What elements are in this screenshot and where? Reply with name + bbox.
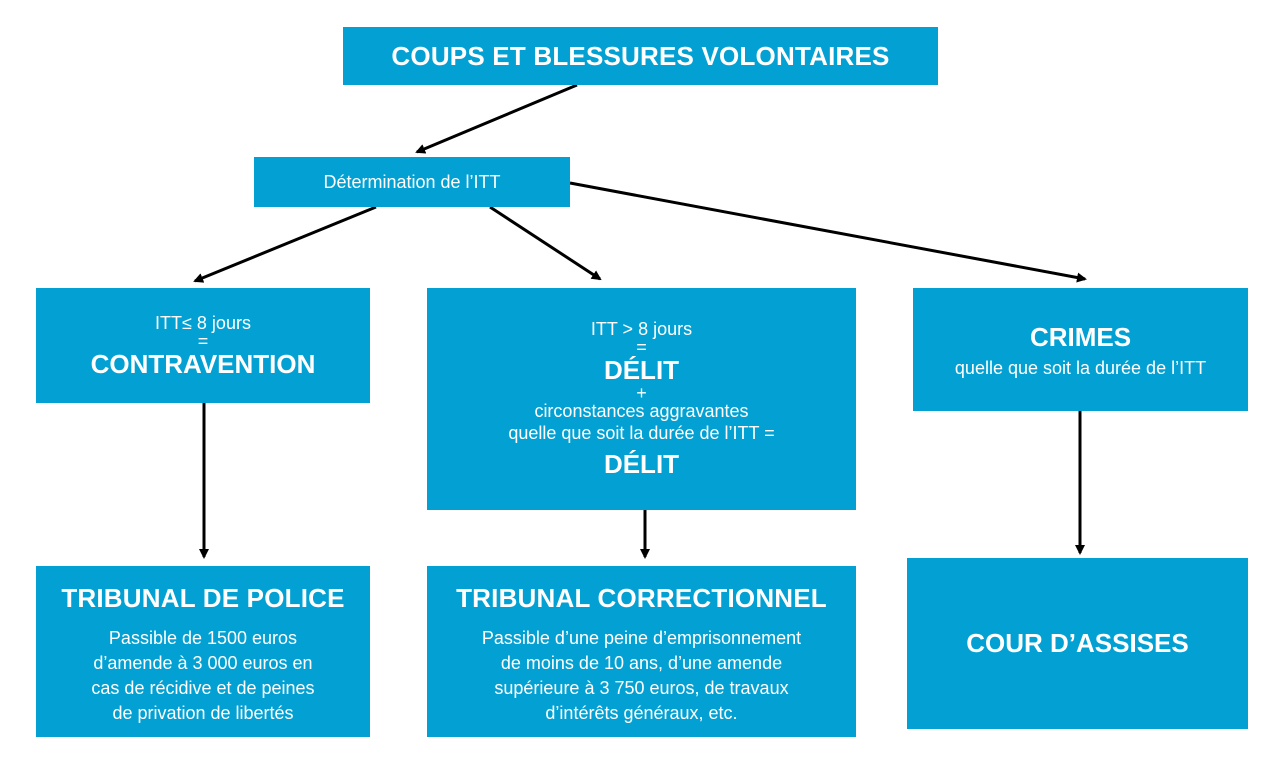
crimes-subtext: quelle que soit la durée de l’ITT [954,357,1207,378]
tribunal-police-title: TRIBUNAL DE POLICE [61,583,345,613]
delit-box: ITT > 8 jours = DÉLIT + circonstances ag… [427,288,856,510]
contravention-box: ITT≤ 8 jours = CONTRAVENTION [36,288,370,403]
diagram-title: COUPS ET BLESSURES VOLONTAIRES [391,40,890,71]
delit-label-second: DÉLIT [603,449,680,479]
delit-condition: ITT > 8 jours [590,319,693,339]
tribunal-correctionnel-desc-line: supérieure à 3 750 euros, de travaux [494,678,789,698]
arrow-itt-to-delit [489,205,602,281]
arrow-title-to-itt [415,83,578,154]
contravention-equals: = [197,330,209,351]
itt-determination-label: Détermination de l’ITT [323,171,501,192]
arrow-itt-to-contravention [193,205,377,283]
tribunal-police-desc-line: Passible de 1500 euros [108,628,298,648]
title-box: COUPS ET BLESSURES VOLONTAIRES [343,27,938,85]
tribunal-correctionnel-desc-line: Passible d’une peine d’emprisonnement [481,628,802,648]
delit-aggravating-line: circonstances aggravantes [534,401,749,421]
tribunal-police-box: TRIBUNAL DE POLICE Passible de 1500 euro… [36,566,370,737]
arrow-itt-to-crimes [569,181,1087,283]
tribunal-police-desc-line: de privation de libertés [112,703,294,723]
tribunal-correctionnel-desc-line: de moins de 10 ans, d’une amende [500,653,783,673]
contravention-label: CONTRAVENTION [90,348,316,379]
contravention-condition: ITT≤ 8 jours [155,312,251,333]
delit-label: DÉLIT [603,355,680,385]
tribunal-correctionnel-box: TRIBUNAL CORRECTIONNEL Passible d’une pe… [427,566,856,737]
crimes-box: CRIMES quelle que soit la durée de l’ITT [913,288,1248,411]
tribunal-police-desc-line: cas de récidive et de peines [91,678,315,698]
delit-equals: = [636,337,647,357]
tribunal-police-desc: Passible de 1500 euros d’amende à 3 000 … [91,626,314,726]
delit-duration-line: quelle que soit la durée de l’ITT = [508,423,775,443]
tribunal-correctionnel-desc: Passible d’une peine d’emprisonnement de… [482,626,801,726]
itt-determination-box: Détermination de l’ITT [254,157,570,207]
cour-assises-label: COUR D’ASSISES [966,628,1189,658]
tribunal-correctionnel-title: TRIBUNAL CORRECTIONNEL [456,583,827,613]
cour-assises-box: COUR D’ASSISES [907,558,1248,729]
tribunal-correctionnel-desc-line: d’intérêts généraux, etc. [545,703,738,723]
tribunal-police-desc-line: d’amende à 3 000 euros en [93,653,313,673]
delit-plus: + [636,383,647,403]
crimes-label: CRIMES [1029,321,1132,352]
